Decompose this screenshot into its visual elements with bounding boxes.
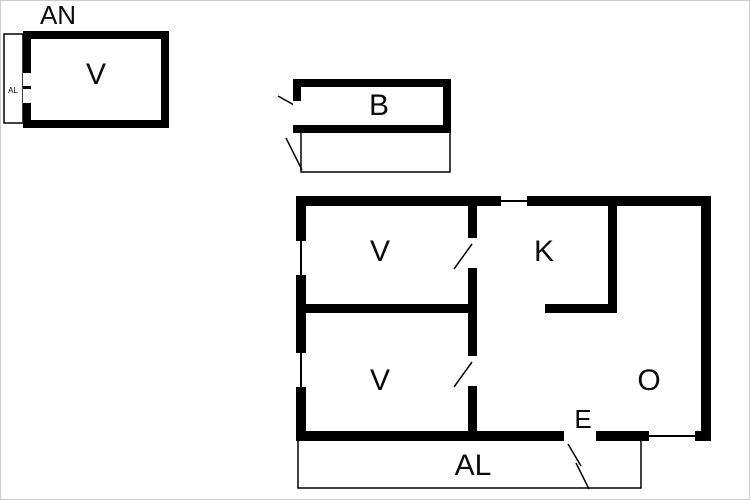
outbuilding-room-label: B <box>369 89 389 122</box>
entry-door-swing-upper <box>567 443 582 467</box>
room-label-kitchen: K <box>534 235 554 268</box>
entry-door-gap <box>564 431 596 441</box>
door-gap-bedroom-top <box>468 238 477 268</box>
outbuilding-terrace-door-swing <box>285 137 303 171</box>
entry-label: E <box>574 404 591 434</box>
window-top-pane <box>501 200 527 202</box>
room-label-bedroom-top: V <box>370 235 390 268</box>
annex-interior <box>31 39 161 120</box>
annex-door-mark <box>23 86 31 89</box>
annex-building: AN AL V <box>3 1 169 128</box>
outbuilding-interior <box>301 87 443 125</box>
annex-room-label: V <box>86 58 106 91</box>
main-interior <box>306 206 701 431</box>
annex-title-label: AN <box>40 1 76 30</box>
window-left-bottom-pane <box>300 353 302 387</box>
main-porch-label: AL <box>455 449 492 482</box>
wall-vertical-center <box>468 206 477 431</box>
outbuilding-door-swing-line <box>277 95 295 106</box>
door-swing-bedroom-bottom <box>453 361 473 388</box>
outbuilding-terrace-outline <box>300 133 451 173</box>
main-house: V K V O E AL <box>296 196 711 490</box>
window-bottom-pane <box>649 435 695 437</box>
wall-horizontal-kitchen <box>545 304 617 313</box>
wall-horizontal-left <box>306 304 468 313</box>
window-left-top-pane <box>300 241 302 275</box>
annex-porch-outline <box>3 33 24 124</box>
wall-vertical-kitchen <box>608 206 617 313</box>
door-gap-bedroom-bottom <box>468 356 477 386</box>
outbuilding-door-gap <box>293 101 301 125</box>
annex-porch-label: AL <box>8 86 18 95</box>
room-label-bedroom-bottom: V <box>370 364 390 397</box>
door-swing-bedroom-top <box>453 243 473 270</box>
main-porch-outline <box>297 441 642 489</box>
entry-door-swing-lower <box>575 462 590 490</box>
outbuilding: B <box>277 79 451 173</box>
room-label-living: O <box>637 364 660 397</box>
